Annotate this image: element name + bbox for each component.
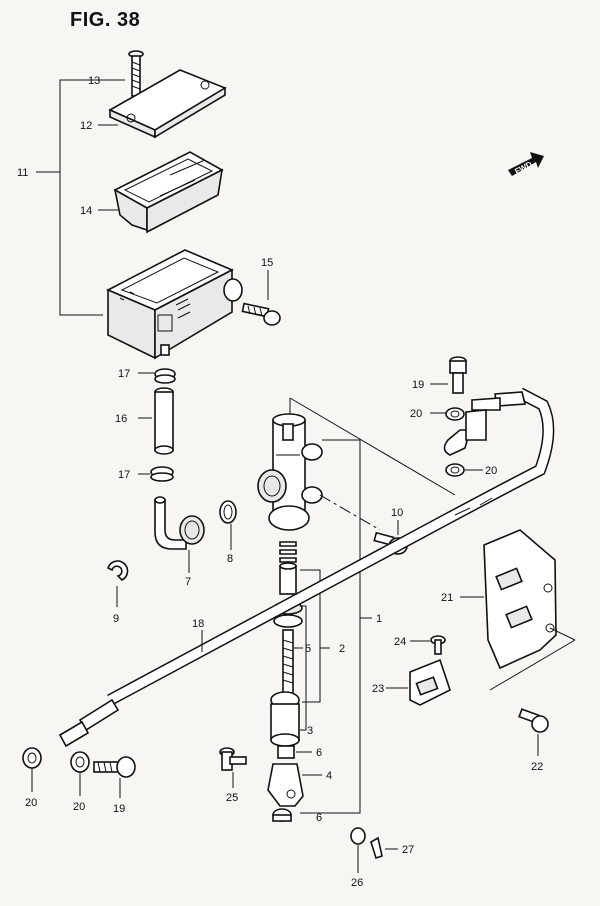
sealing-washer-20-right	[70, 751, 90, 796]
banjo-bolt-19-lower	[93, 756, 136, 798]
callout-5: 5	[305, 643, 311, 655]
callout-2: 2	[339, 643, 345, 655]
reservoir-hose-16	[138, 387, 174, 455]
master-cylinder-bracket	[300, 439, 372, 814]
bracket-23	[386, 658, 451, 706]
callout-1: 1	[376, 613, 382, 625]
callout-12: 12	[80, 120, 92, 132]
figure-title: FIG. 38	[70, 9, 141, 31]
reservoir-assembly-bracket	[36, 79, 103, 316]
washer-26	[350, 827, 366, 873]
callout-9: 9	[113, 613, 119, 625]
callout-20-right: 20	[73, 801, 85, 813]
fwd-arrow: FWD	[508, 152, 544, 176]
callout-20-mid: 20	[485, 465, 497, 477]
callout-23: 23	[372, 683, 384, 695]
cotter-pin-27	[370, 836, 398, 860]
nut-6-lower	[272, 808, 292, 822]
callout-13: 13	[88, 75, 100, 87]
callout-24: 24	[394, 636, 406, 648]
bolt-15	[241, 270, 281, 326]
piston-spring	[279, 541, 297, 563]
push-rod-5	[282, 629, 303, 695]
callout-20-upper: 20	[410, 408, 422, 420]
nut-6-upper	[277, 745, 312, 759]
sealing-washer-20-left	[22, 747, 42, 792]
piston-kit-brackets	[300, 569, 330, 731]
callout-8: 8	[227, 553, 233, 565]
rod-boot	[270, 691, 300, 747]
callout-27: 27	[402, 844, 414, 856]
connector-7	[154, 496, 205, 573]
sealing-washer-20-upper	[430, 407, 465, 421]
callout-22: 22	[531, 761, 543, 773]
banjo-bolt-19-upper	[430, 356, 467, 394]
callout-10: 10	[391, 507, 403, 519]
reservoir-body-11	[106, 249, 243, 360]
diaphragm-14	[98, 151, 224, 234]
screw-22	[518, 708, 549, 756]
screw-24	[410, 635, 446, 655]
callout-6-lower: 6	[316, 812, 322, 824]
callout-17-upper: 17	[118, 368, 130, 380]
callout-18: 18	[192, 618, 204, 630]
clevis-4	[267, 763, 322, 807]
circlip-9	[107, 560, 129, 607]
sealing-washer-20-mid	[445, 463, 483, 477]
callout-20-left: 20	[25, 797, 37, 809]
callout-14: 14	[80, 205, 92, 217]
cap-screw-13	[103, 50, 144, 97]
callout-21: 21	[441, 592, 453, 604]
callout-4: 4	[326, 770, 332, 782]
callout-11: 11	[17, 167, 28, 179]
callout-15: 15	[261, 257, 273, 269]
callout-3: 3	[307, 725, 313, 737]
reservoir-cap-12	[98, 69, 227, 139]
hose-clamp-17-upper	[138, 368, 176, 384]
callout-19-lower: 19	[113, 803, 125, 815]
callout-16: 16	[115, 413, 127, 425]
hose-clamp-17-lower	[138, 466, 174, 482]
callout-7: 7	[185, 576, 191, 588]
o-ring-8	[219, 500, 237, 550]
brake-hose-18	[58, 387, 555, 748]
master-cylinder-1	[257, 397, 456, 531]
callout-25: 25	[226, 792, 238, 804]
callout-26: 26	[351, 877, 363, 889]
cover-21	[460, 529, 576, 691]
callout-6-upper: 6	[316, 747, 322, 759]
callout-19-upper: 19	[412, 379, 424, 391]
callout-17-lower: 17	[118, 469, 130, 481]
clevis-pin-25	[219, 747, 247, 788]
